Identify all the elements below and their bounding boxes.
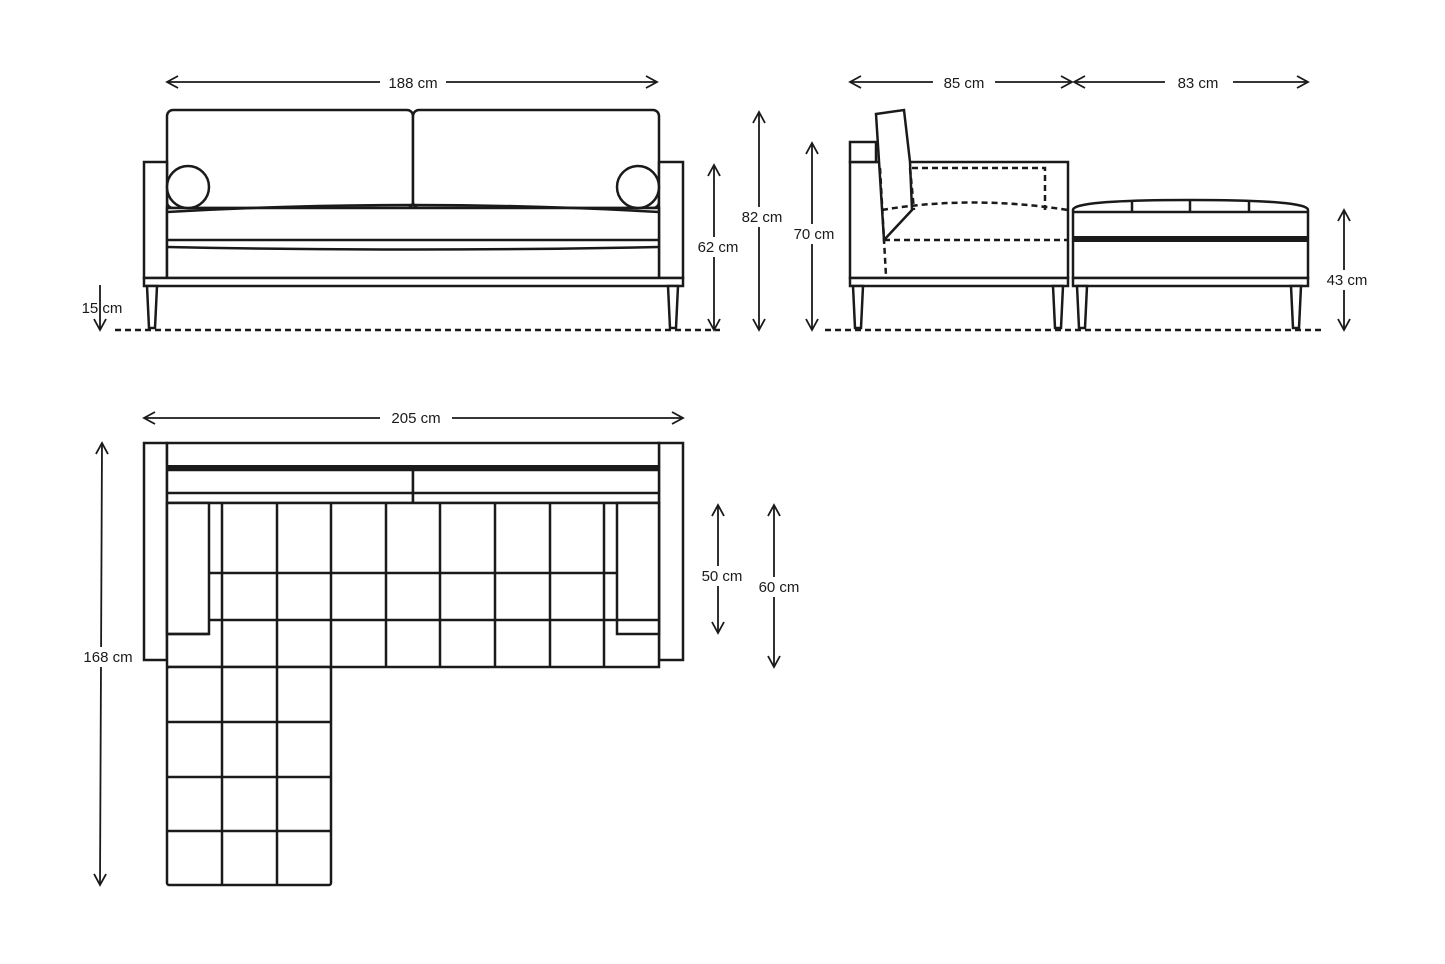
side-ottoman-height-label: 43 cm xyxy=(1327,272,1368,289)
top-seat-depth-arm-label: 60 cm xyxy=(759,579,800,596)
front-arm-height-label: 62 cm xyxy=(698,239,739,256)
top-seat-depth-label: 50 cm xyxy=(702,568,743,585)
front-total-height-label: 82 cm xyxy=(742,209,783,226)
side-back-height-label: 70 cm xyxy=(794,226,835,243)
dimension-labels: 188 cm 82 cm 62 cm 15 cm 85 cm 83 cm 70 … xyxy=(78,72,1374,667)
side-view xyxy=(825,108,1325,332)
top-overall-width-label: 205 cm xyxy=(391,410,440,427)
side-chaise-depth-label: 85 cm xyxy=(944,75,985,92)
top-overall-depth-label: 168 cm xyxy=(83,649,132,666)
front-view xyxy=(115,108,720,332)
front-leg-height-label: 15 cm xyxy=(82,300,123,317)
front-width-label: 188 cm xyxy=(388,75,437,92)
side-ottoman-depth-label: 83 cm xyxy=(1178,75,1219,92)
top-view xyxy=(142,441,685,887)
